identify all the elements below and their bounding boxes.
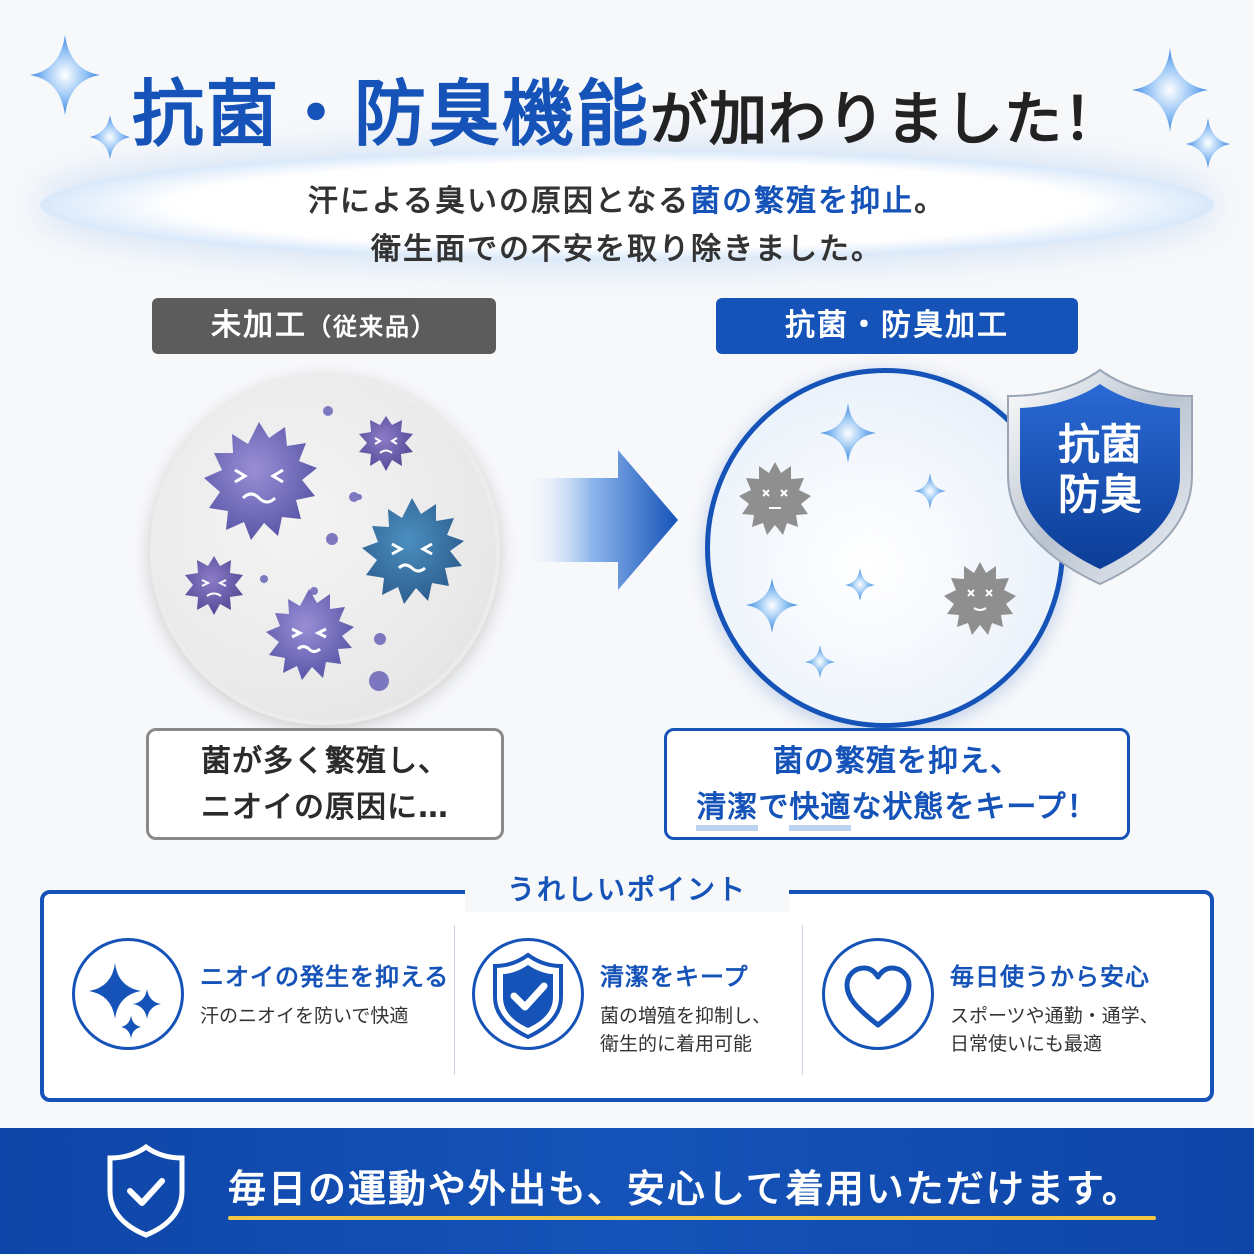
caption-line: 菌の繁殖を抑え、 xyxy=(773,744,1021,779)
caption-line: 清潔で快適な状態をキープ！ xyxy=(667,785,1127,831)
germ-icon xyxy=(362,498,464,604)
bacteria-illustration xyxy=(185,406,464,691)
caption-line: 菌が多く繁殖し、 xyxy=(201,744,449,779)
header-halo xyxy=(40,150,1214,260)
point-icon-circle xyxy=(822,938,934,1050)
point-icon-circle xyxy=(472,938,584,1050)
treated-circle xyxy=(705,368,1065,728)
caption-line: ニオイの原因に… xyxy=(201,790,449,825)
point-desc-line: スポーツや通勤・通学、 xyxy=(950,1005,1159,1027)
germ-icon xyxy=(204,422,317,540)
germ-dots xyxy=(260,406,389,691)
untreated-label-main: 未加工 xyxy=(211,308,307,343)
sparkle-icon xyxy=(746,403,946,678)
clean-illustration xyxy=(739,403,1016,678)
point-icon-circle xyxy=(72,938,184,1050)
untreated-circle xyxy=(150,375,500,725)
untreated-label: 未加工（従来品） xyxy=(152,298,496,354)
weak-germ-icon xyxy=(739,462,811,535)
divider xyxy=(454,925,455,1075)
points-panel xyxy=(40,890,1214,1102)
shield-check-icon xyxy=(107,1143,185,1238)
germ-icon xyxy=(185,556,243,615)
badge-line-1: 抗菌 xyxy=(1057,420,1142,469)
subtitle-text: 汗による臭いの原因となる xyxy=(307,184,691,219)
shield-icon xyxy=(1007,368,1193,586)
subtitle-line-2: 衛生面での不安を取り除きました。 xyxy=(371,232,883,267)
page-title: 抗菌・防臭機能が加わりました！ xyxy=(0,55,1254,160)
footer-text: 毎日の運動や外出も、安心して着用いただけます。 xyxy=(228,1167,1142,1211)
point-title: 毎日使うから安心 xyxy=(950,963,1150,991)
divider xyxy=(802,925,803,1075)
point-desc: スポーツや通勤・通学、 日常使いにも最適 xyxy=(950,1002,1159,1058)
weak-germ-icon xyxy=(944,562,1016,635)
sparkle-icon xyxy=(89,963,161,1039)
untreated-label-sub: （従来品） xyxy=(307,313,437,341)
point-desc: 菌の増殖を抑制し、 衛生的に着用可能 xyxy=(600,1002,771,1058)
point-desc-line: 衛生的に着用可能 xyxy=(600,1033,753,1055)
badge-text: 抗菌 防臭 xyxy=(1002,420,1198,520)
footer-banner xyxy=(0,1128,1254,1254)
point-desc-line: 日常使いにも最適 xyxy=(950,1033,1103,1055)
point-desc-line: 菌の増殖を抑制し、 xyxy=(600,1005,772,1027)
title-rest: が加わりました！ xyxy=(650,85,1123,153)
subtitle-line-1: 汗による臭いの原因となる菌の繁殖を抑止。 xyxy=(0,176,1254,220)
sparkle-icon xyxy=(1132,48,1230,168)
points-title: うれしいポイント xyxy=(465,868,789,912)
untreated-caption: 菌が多く繁殖し、 ニオイの原因に… xyxy=(146,728,504,840)
germ-icon xyxy=(359,416,413,471)
subtitle-text: 。 xyxy=(914,184,947,219)
germ-icon xyxy=(266,589,354,680)
caption-text: で xyxy=(758,790,790,825)
treated-caption: 菌の繁殖を抑え、 清潔で快適な状態をキープ！ xyxy=(664,728,1130,840)
shield-check-icon xyxy=(493,952,563,1040)
arrow-right-icon xyxy=(520,450,678,590)
sparkle-icon xyxy=(30,35,130,159)
footer-underline xyxy=(228,1216,1156,1220)
point-title: 清潔をキープ xyxy=(600,963,749,991)
treated-label: 抗菌・防臭加工 xyxy=(716,298,1078,354)
point-title: ニオイの発生を抑える xyxy=(200,963,450,991)
badge-line-2: 防臭 xyxy=(1057,470,1142,519)
caption-highlight: 清潔 xyxy=(696,790,759,831)
title-highlight: 抗菌・防臭機能 xyxy=(131,72,650,156)
caption-highlight: 快適 xyxy=(789,790,852,831)
subtitle-highlight: 菌の繁殖を抑止 xyxy=(690,184,915,219)
point-desc-line: 汗のニオイを防いで快適 xyxy=(200,1005,409,1027)
point-desc: 汗のニオイを防いで快適 xyxy=(200,1002,408,1030)
heart-icon xyxy=(844,965,912,1028)
caption-text: な状態をキープ！ xyxy=(851,790,1098,825)
